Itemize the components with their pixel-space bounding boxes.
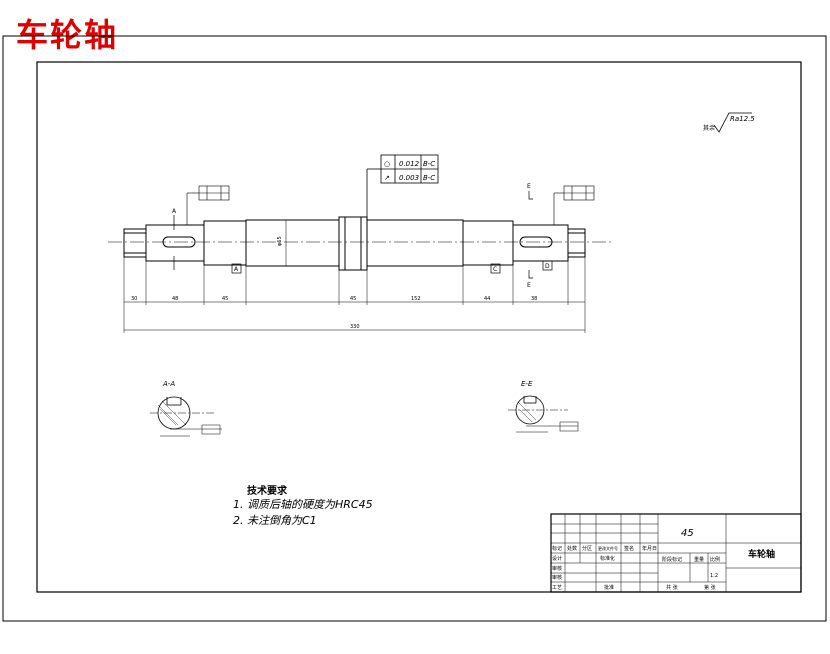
part-name: 车轮轴 xyxy=(748,548,775,560)
dim-seg3: 45 xyxy=(222,296,228,302)
drawing-title: 车轮轴 xyxy=(16,16,119,54)
tech-heading: 技术要求 xyxy=(247,486,287,497)
dim-seg1: 30 xyxy=(131,296,137,302)
section-cut-markers xyxy=(173,191,533,279)
dim-overall: 330 xyxy=(350,324,360,330)
outer-border xyxy=(2,35,827,622)
inner-border xyxy=(36,61,802,593)
shaft-body xyxy=(123,216,586,271)
svg-text:标准化: 标准化 xyxy=(600,555,615,562)
geometric-tolerance-box xyxy=(366,154,439,217)
svg-text:0.012: 0.012 xyxy=(399,160,420,168)
svg-text:↗: ↗ xyxy=(384,174,390,182)
svg-text:阶段标记: 阶段标记 xyxy=(662,556,682,563)
title-block xyxy=(550,513,802,593)
small-tolerance-frames xyxy=(186,185,595,225)
svg-text:第 张: 第 张 xyxy=(704,584,716,591)
svg-text:○: ○ xyxy=(384,160,390,168)
svg-text:签名: 签名 xyxy=(624,545,634,552)
section-mark-e-bottom: E xyxy=(527,282,531,289)
section-aa-label: A-A xyxy=(162,380,175,388)
material-value: 45 xyxy=(681,528,694,539)
section-mark-e-top: E xyxy=(527,183,531,190)
datum-d-label: D xyxy=(545,263,550,270)
datum-c-label: C xyxy=(493,266,497,273)
svg-text:审核: 审核 xyxy=(552,565,562,572)
roughness-note: 其余 Ra12.5 xyxy=(703,112,755,133)
dimension-lines xyxy=(123,257,586,333)
svg-text:审核: 审核 xyxy=(552,574,562,581)
section-mark-a-top: A xyxy=(172,208,177,215)
svg-text:0.003: 0.003 xyxy=(399,174,419,182)
dim-seg6: 38 xyxy=(531,296,537,302)
diameter-dim: φ65 xyxy=(277,236,283,246)
tech-item-2: 2. 未注倒角为C1 xyxy=(233,514,317,527)
svg-text:年月日: 年月日 xyxy=(642,545,657,552)
svg-text:共 张: 共 张 xyxy=(666,584,678,591)
technical-requirements: 技术要求 1. 调质后轴的硬度为HRC45 2. 未注倒角为C1 xyxy=(233,482,373,529)
svg-text:其余: 其余 xyxy=(703,124,715,132)
dim-seg3b: 45 xyxy=(350,296,356,302)
section-view-aa xyxy=(150,396,222,437)
svg-text:B-C: B-C xyxy=(423,160,435,168)
svg-text:1:2: 1:2 xyxy=(710,573,718,579)
svg-text:更改文件号: 更改文件号 xyxy=(598,545,618,551)
datum-markers xyxy=(231,260,553,274)
dim-seg4: 152 xyxy=(411,296,421,302)
tech-item-1: 1. 调质后轴的硬度为HRC45 xyxy=(233,498,373,511)
svg-text:处数: 处数 xyxy=(567,545,577,552)
section-ee-label: E-E xyxy=(521,380,533,388)
geometric-tolerance-text: ○ 0.012 B-C ↗ 0.003 B-C xyxy=(384,160,435,182)
svg-text:设计: 设计 xyxy=(552,555,562,562)
dim-seg2: 48 xyxy=(172,296,178,302)
svg-text:B-C: B-C xyxy=(423,174,435,182)
svg-text:分区: 分区 xyxy=(582,545,592,552)
svg-text:Ra12.5: Ra12.5 xyxy=(730,115,755,123)
datum-a-label: A xyxy=(234,266,239,273)
svg-text:标记: 标记 xyxy=(552,545,562,552)
svg-text:比例: 比例 xyxy=(710,556,720,563)
svg-text:工艺: 工艺 xyxy=(552,585,562,591)
section-view-ee xyxy=(508,395,579,433)
svg-text:批准: 批准 xyxy=(604,584,614,591)
dim-seg5: 44 xyxy=(484,296,490,302)
title-block-text: 标记 处数 分区 更改文件号 签名 年月日 设计 审核 审核 工艺 标准化 批准… xyxy=(552,545,720,591)
svg-text:重量: 重量 xyxy=(694,556,704,563)
